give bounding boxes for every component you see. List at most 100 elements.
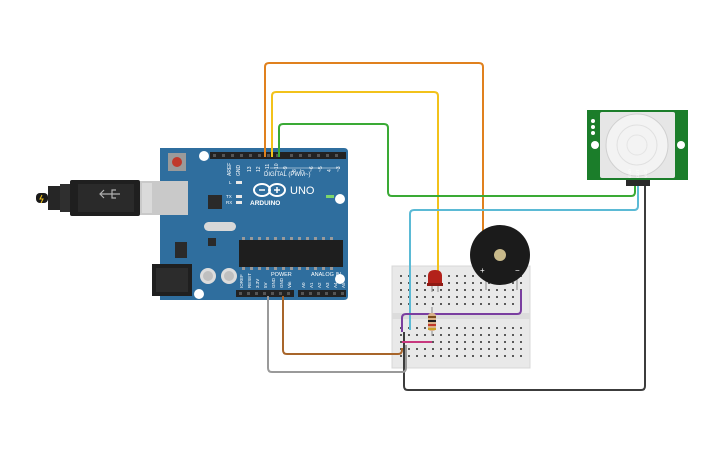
- breadboard-hole[interactable]: [448, 289, 450, 291]
- breadboard-hole[interactable]: [464, 355, 466, 357]
- breadboard-hole[interactable]: [400, 275, 402, 277]
- breadboard-hole[interactable]: [488, 327, 490, 329]
- breadboard-hole[interactable]: [448, 275, 450, 277]
- breadboard-hole[interactable]: [400, 355, 402, 357]
- wire-cyan[interactable]: [409, 182, 639, 330]
- breadboard-hole[interactable]: [512, 348, 514, 350]
- breadboard-hole[interactable]: [504, 303, 506, 305]
- breadboard-hole[interactable]: [424, 355, 426, 357]
- breadboard-hole[interactable]: [472, 303, 474, 305]
- breadboard-hole[interactable]: [464, 327, 466, 329]
- piezo-buzzer[interactable]: + −: [470, 225, 530, 290]
- breadboard-hole[interactable]: [456, 327, 458, 329]
- breadboard-hole[interactable]: [448, 334, 450, 336]
- breadboard-hole[interactable]: [520, 355, 522, 357]
- breadboard-hole[interactable]: [432, 303, 434, 305]
- breadboard-hole[interactable]: [512, 341, 514, 343]
- breadboard-hole[interactable]: [416, 303, 418, 305]
- breadboard-hole[interactable]: [464, 296, 466, 298]
- resistor[interactable]: [428, 307, 436, 336]
- breadboard-hole[interactable]: [456, 296, 458, 298]
- breadboard-hole[interactable]: [480, 303, 482, 305]
- breadboard-hole[interactable]: [424, 327, 426, 329]
- breadboard-hole[interactable]: [488, 355, 490, 357]
- breadboard-hole[interactable]: [464, 275, 466, 277]
- breadboard-hole[interactable]: [456, 355, 458, 357]
- wire-green[interactable]: [278, 123, 636, 197]
- wire-purple[interactable]: [401, 290, 522, 332]
- breadboard-hole[interactable]: [464, 289, 466, 291]
- breadboard-hole[interactable]: [424, 303, 426, 305]
- breadboard-hole[interactable]: [480, 289, 482, 291]
- breadboard-hole[interactable]: [448, 282, 450, 284]
- breadboard-hole[interactable]: [496, 355, 498, 357]
- breadboard-hole[interactable]: [416, 355, 418, 357]
- breadboard-hole[interactable]: [440, 327, 442, 329]
- breadboard-hole[interactable]: [480, 348, 482, 350]
- breadboard-hole[interactable]: [456, 334, 458, 336]
- breadboard-hole[interactable]: [408, 334, 410, 336]
- breadboard-hole[interactable]: [400, 296, 402, 298]
- breadboard-hole[interactable]: [512, 282, 514, 284]
- breadboard-hole[interactable]: [416, 296, 418, 298]
- breadboard-hole[interactable]: [472, 327, 474, 329]
- breadboard-hole[interactable]: [480, 327, 482, 329]
- breadboard-hole[interactable]: [456, 275, 458, 277]
- breadboard-hole[interactable]: [512, 327, 514, 329]
- breadboard-hole[interactable]: [488, 341, 490, 343]
- breadboard-hole[interactable]: [448, 296, 450, 298]
- breadboard-hole[interactable]: [400, 303, 402, 305]
- breadboard-hole[interactable]: [440, 296, 442, 298]
- breadboard-hole[interactable]: [504, 334, 506, 336]
- breadboard-hole[interactable]: [520, 327, 522, 329]
- breadboard-hole[interactable]: [488, 282, 490, 284]
- breadboard-hole[interactable]: [520, 282, 522, 284]
- breadboard-hole[interactable]: [448, 348, 450, 350]
- breadboard-hole[interactable]: [488, 289, 490, 291]
- breadboard-hole[interactable]: [400, 341, 402, 343]
- breadboard-hole[interactable]: [432, 355, 434, 357]
- breadboard-hole[interactable]: [472, 348, 474, 350]
- breadboard-hole[interactable]: [432, 334, 434, 336]
- breadboard-hole[interactable]: [440, 289, 442, 291]
- breadboard-hole[interactable]: [488, 296, 490, 298]
- breadboard-hole[interactable]: [504, 348, 506, 350]
- red-led[interactable]: [427, 270, 443, 292]
- breadboard-hole[interactable]: [448, 327, 450, 329]
- breadboard-hole[interactable]: [416, 327, 418, 329]
- breadboard-hole[interactable]: [480, 282, 482, 284]
- breadboard-hole[interactable]: [488, 334, 490, 336]
- breadboard-hole[interactable]: [440, 355, 442, 357]
- breadboard-hole[interactable]: [472, 334, 474, 336]
- breadboard-hole[interactable]: [480, 355, 482, 357]
- breadboard-hole[interactable]: [440, 303, 442, 305]
- breadboard-hole[interactable]: [432, 296, 434, 298]
- breadboard-hole[interactable]: [496, 334, 498, 336]
- breadboard-hole[interactable]: [424, 289, 426, 291]
- breadboard-hole[interactable]: [440, 348, 442, 350]
- breadboard-hole[interactable]: [448, 355, 450, 357]
- breadboard-hole[interactable]: [512, 303, 514, 305]
- pir-motion-sensor[interactable]: GND OUT VCC: [587, 110, 688, 186]
- breadboard-hole[interactable]: [440, 341, 442, 343]
- breadboard-hole[interactable]: [472, 289, 474, 291]
- breadboard-hole[interactable]: [504, 327, 506, 329]
- breadboard-hole[interactable]: [480, 334, 482, 336]
- breadboard-hole[interactable]: [400, 334, 402, 336]
- breadboard-hole[interactable]: [432, 289, 434, 291]
- breadboard-hole[interactable]: [408, 355, 410, 357]
- breadboard-hole[interactable]: [432, 348, 434, 350]
- breadboard-hole[interactable]: [472, 296, 474, 298]
- breadboard-hole[interactable]: [456, 348, 458, 350]
- breadboard-hole[interactable]: [496, 289, 498, 291]
- breadboard-hole[interactable]: [408, 348, 410, 350]
- breadboard-hole[interactable]: [464, 348, 466, 350]
- arduino-uno-board[interactable]: AREF GND 13 12 ~11 ~10 ~9 8 7 ~6 ~5 4 ~3…: [152, 148, 348, 300]
- breadboard-hole[interactable]: [424, 275, 426, 277]
- breadboard-hole[interactable]: [480, 341, 482, 343]
- breadboard-hole[interactable]: [400, 289, 402, 291]
- wire-dark-gnd[interactable]: [403, 182, 646, 391]
- breadboard-hole[interactable]: [512, 296, 514, 298]
- wire-brown[interactable]: [282, 296, 403, 355]
- breadboard-hole[interactable]: [504, 341, 506, 343]
